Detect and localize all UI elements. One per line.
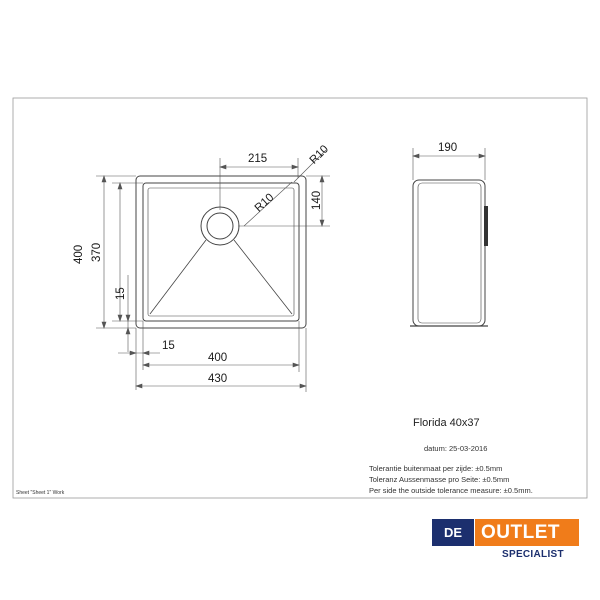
side-drain-stub (484, 206, 488, 246)
side-profile-inner (417, 182, 482, 324)
dim-190-label: 190 (438, 142, 457, 154)
outlet-specialist-logo: DE OUTLET SPECIALIST (432, 519, 582, 571)
dim-140-label: 140 (311, 191, 323, 210)
front-dimension-lines (96, 149, 330, 392)
sink-bowl-edge (142, 182, 300, 322)
side-view (410, 179, 488, 327)
dim-430-horizontal-label: 430 (208, 373, 227, 385)
side-dimension-lines (412, 148, 486, 180)
tolerance-line-de: Toleranz Aussenmasse pro Seite: ±0.5mm (369, 475, 509, 484)
drain-inner (206, 212, 234, 240)
side-profile-outer (412, 179, 486, 327)
dim-215-label: 215 (248, 153, 267, 165)
sink-outer-rim (135, 175, 307, 329)
tolerance-line-en: Per side the outside tolerance measure: … (369, 486, 533, 495)
dim-400-vertical-label: 400 (73, 245, 85, 264)
product-title: Florida 40x37 (413, 417, 480, 429)
front-view (135, 175, 307, 329)
footer-note: Sheet "Sheet 1" Work (16, 490, 65, 496)
drawing-date: datum: 25-03-2016 (424, 444, 487, 453)
slope-line-right (233, 239, 293, 315)
dim-400-horizontal-label: 400 (208, 352, 227, 364)
tolerance-line-nl: Tolerantie buitenmaat per zijde: ±0.5mm (369, 464, 502, 473)
dim-r10-inner-label: R10 (253, 192, 277, 215)
dim-370-vertical-label: 370 (91, 243, 103, 262)
logo-outlet-block: OUTLET (475, 519, 579, 546)
dim-r10-outer-label: R10 (308, 143, 331, 166)
logo-specialist-text: SPECIALIST (502, 549, 564, 560)
dim-15-vertical-label: 15 (115, 287, 127, 300)
sheet-frame (12, 97, 588, 499)
logo-de-block: DE (432, 519, 474, 546)
dim-15-horizontal-label: 15 (162, 340, 175, 352)
slope-line-left (149, 239, 207, 315)
sink-bowl-inner (147, 187, 295, 317)
